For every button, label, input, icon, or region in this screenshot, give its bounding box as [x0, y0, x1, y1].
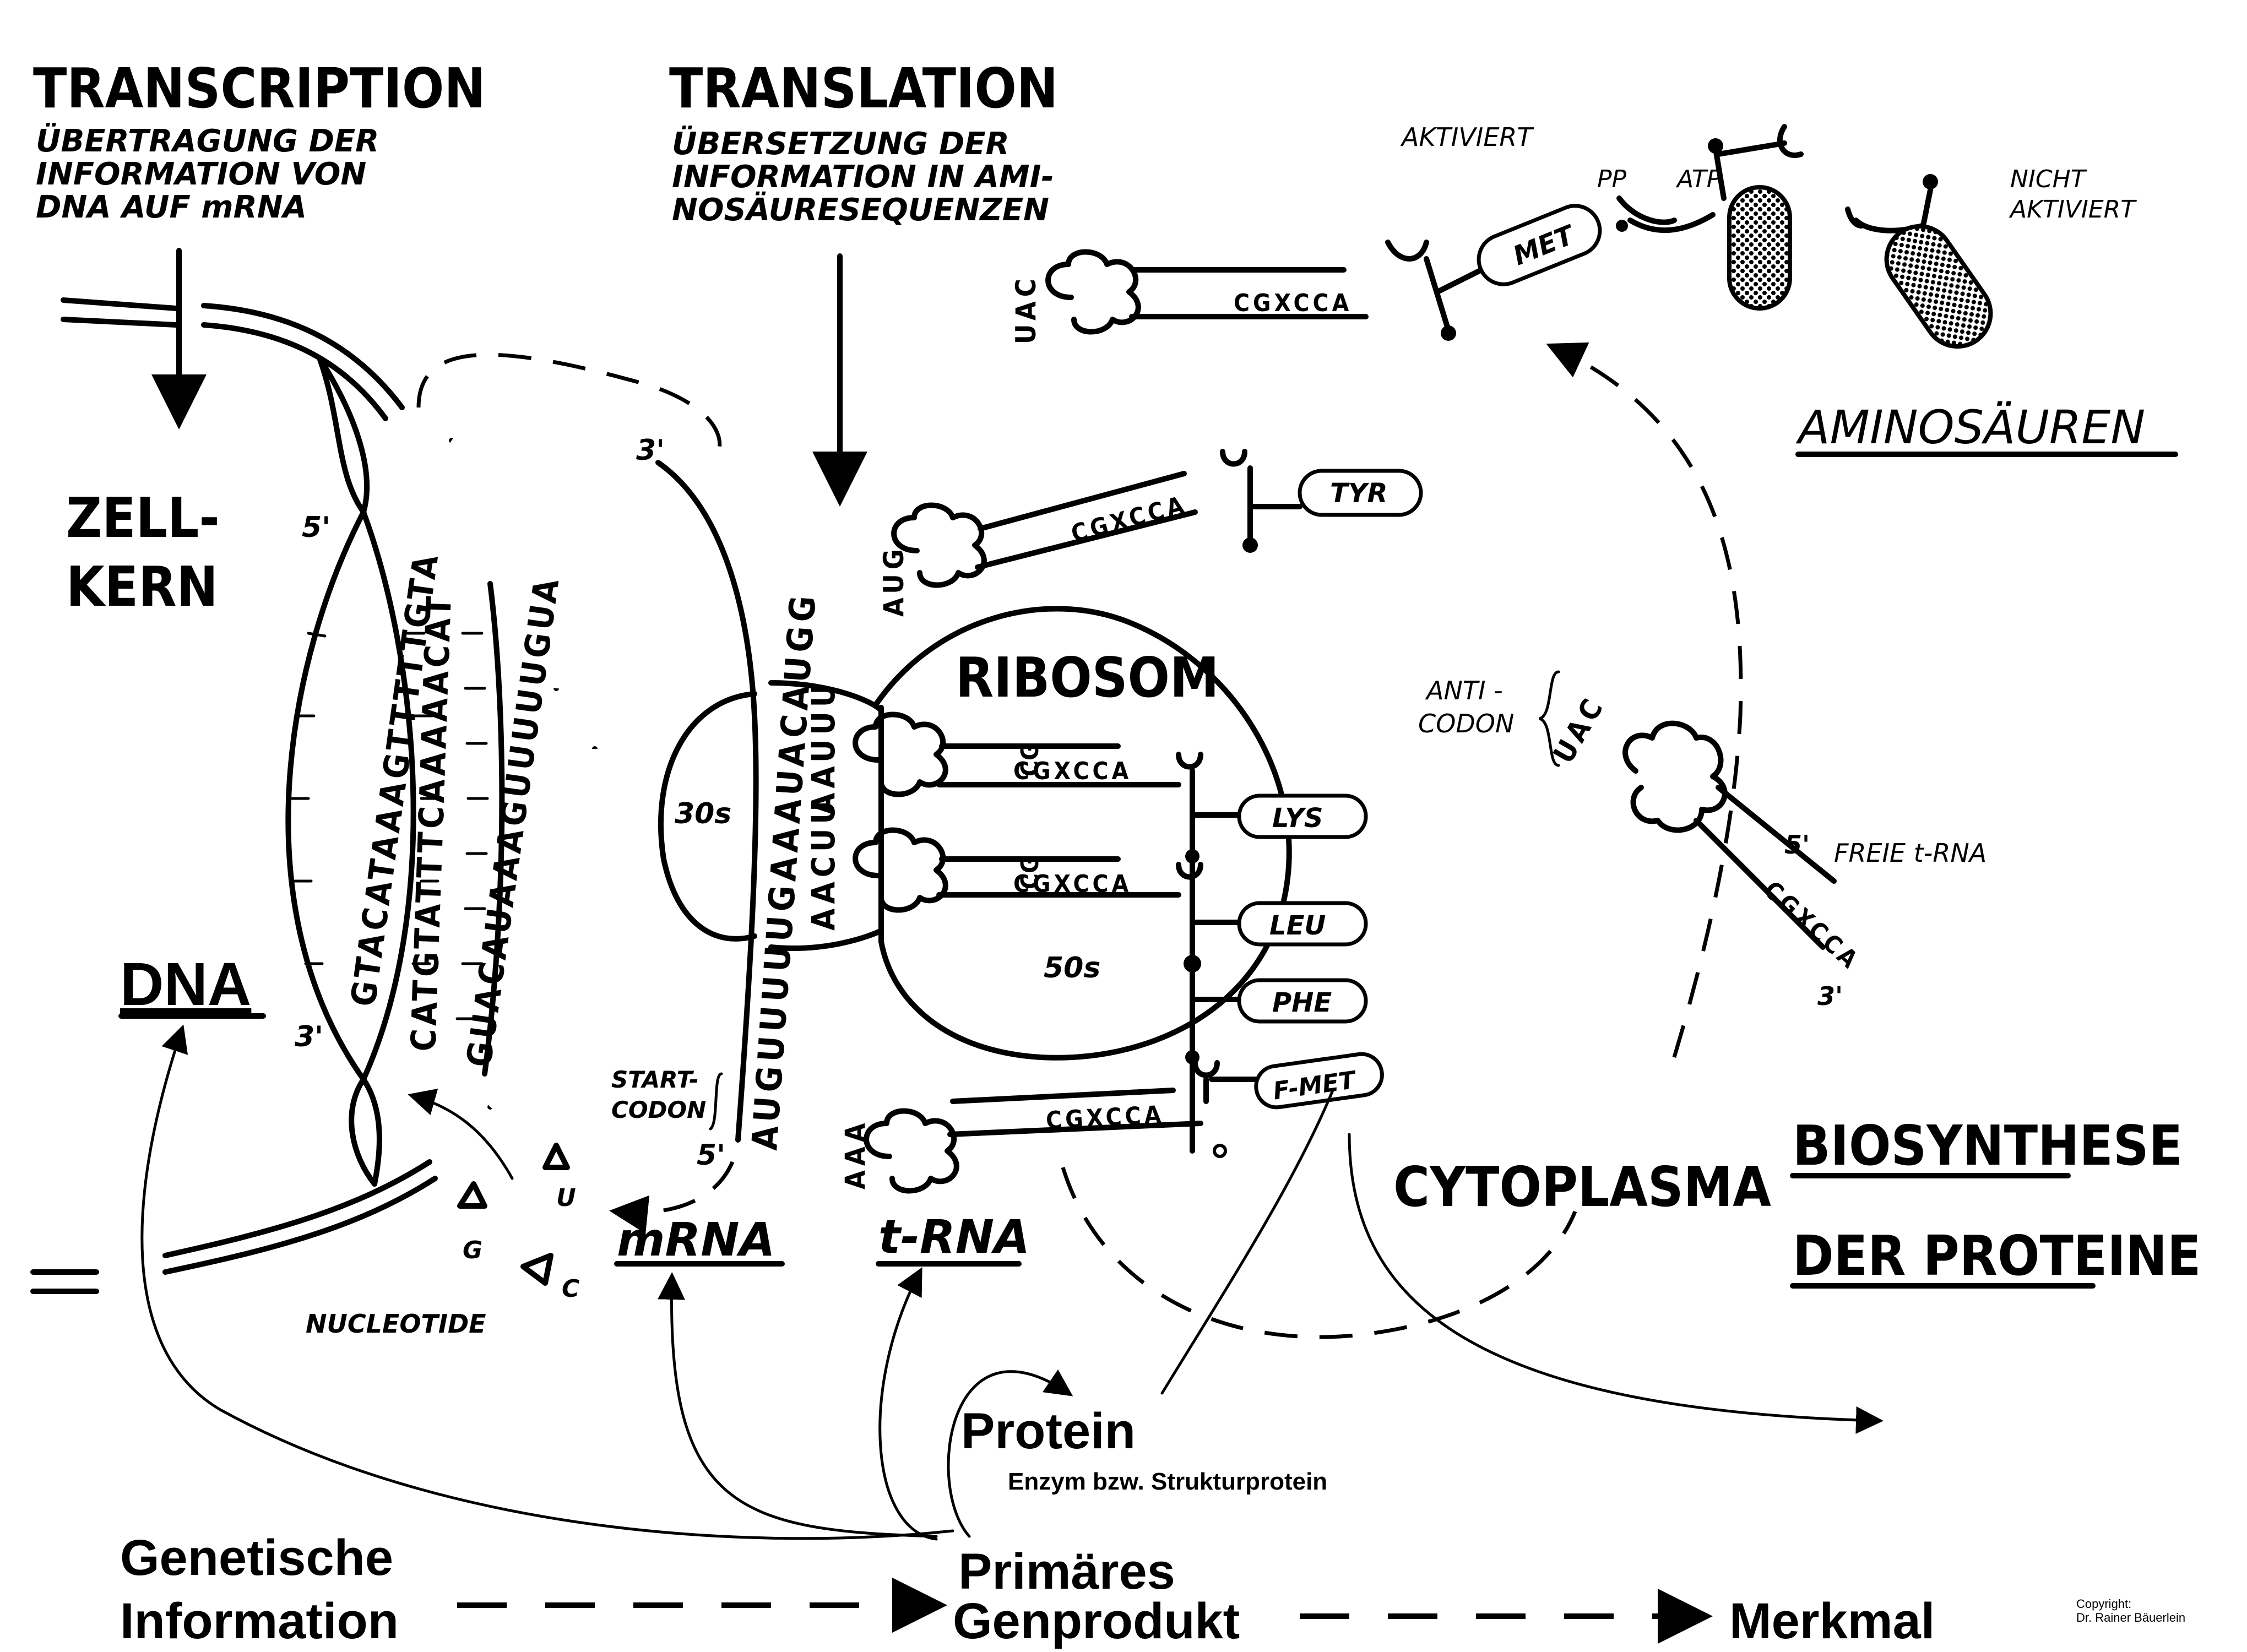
translation-line-2: INFORMATION IN AMI- — [672, 159, 1054, 195]
nucleotides: U G C NUCLEOTIDE — [306, 1088, 579, 1339]
flow-genetic-2: Information — [120, 1593, 399, 1649]
free-trna-label: FREIE t-RNA — [1834, 838, 1987, 868]
rna-strand: GUACAUAAAGUUUUUGUA — [459, 573, 568, 1069]
nucleotide-g: G — [463, 1236, 482, 1264]
trna2-acceptor: CGXCCA — [1013, 870, 1132, 898]
aa-lys: LYS — [1272, 803, 1323, 834]
protein-to-trait-arrow — [1348, 1133, 1884, 1434]
zellkern-label-1: ZELL- — [66, 486, 220, 550]
trna-bottom-anticodon: AAA — [839, 1119, 871, 1189]
aa-not-activated-2: AKTIVIERT — [2009, 195, 2137, 224]
trna1-acceptor-cg: CG — [1016, 742, 1044, 776]
aa-fmet-pill — [1254, 1052, 1384, 1110]
trna-bottom: CGXCCA AAA — [839, 1060, 1220, 1194]
trna-bottom-acceptor: CGXCCA — [1045, 1101, 1165, 1135]
trna-label: t-RNA — [878, 1210, 1030, 1264]
start-codon-label-2: CODON — [611, 1096, 706, 1123]
flow-primary-1: Primäres — [958, 1544, 1175, 1600]
chain-to-protein-line — [1160, 1089, 1334, 1395]
ribosome: RIBOSOM 30s 50s AAUUU AACUU — [658, 606, 1292, 1061]
ribosome-small-subunit: 30s — [675, 797, 731, 830]
trna-feedback-arrow — [878, 1267, 938, 1541]
nucleotide-label: NUCLEOTIDE — [306, 1309, 486, 1339]
mrna-three-prime: 3' — [636, 434, 665, 467]
trna2-acceptor-cg: CG — [1016, 855, 1044, 889]
translation-header: TRANSLATION ÜBERSETZUNG DER INFORMATION … — [669, 56, 1058, 228]
anticodon-label-2: CODON — [1418, 709, 1514, 738]
aa-lys-pill — [1237, 794, 1368, 839]
ribosome-large-subunit: 50s — [1044, 952, 1100, 985]
translation-line-3: NOSÄURESEQUENZEN — [672, 192, 1049, 228]
protein-label: Protein — [961, 1403, 1136, 1459]
transcription-title: TRANSCRIPTION — [33, 56, 486, 121]
aa-tyr: TYR — [1330, 478, 1387, 509]
non-activated-aa — [1845, 174, 1993, 349]
protein-sub: Enzym bzw. Strukturprotein — [1008, 1468, 1327, 1495]
anticodon-label-1: ANTI - — [1425, 676, 1503, 705]
transcription-line-2: INFORMATION VON — [36, 156, 366, 192]
aa-pp: PP — [1597, 165, 1627, 193]
transcription-line-3: DNA AUF mRNA — [36, 189, 307, 225]
nucleotide-c: C — [562, 1275, 579, 1303]
aminosaeuren-label: AMINOSÄUREN — [1795, 400, 2145, 454]
mrna-five-prime: 5' — [697, 1139, 725, 1172]
translation-line-1: ÜBERSETZUNG DER — [672, 126, 1009, 162]
recycle-arrow — [1546, 342, 1743, 1058]
trna-met: CGXCCA UAC — [1010, 240, 1484, 344]
free-trna-five-prime: 5' — [1784, 830, 1810, 860]
cytoplasma-dashed-arc — [1061, 1166, 1577, 1339]
mrna-feedback-arrow — [658, 1272, 938, 1538]
ribosome-trna-1: CG CGXCCA — [853, 711, 1181, 797]
flow-genetic-1: Genetische — [120, 1530, 393, 1586]
free-trna-anticodon: UAC — [1547, 690, 1611, 769]
flow-primary-2: Genprodukt — [953, 1593, 1240, 1649]
trna-tyr-anticodon: AUG — [878, 545, 910, 617]
free-trna-three-prime: 3' — [1817, 981, 1843, 1011]
nuclear-membrane — [30, 297, 722, 1294]
anticodon-brace — [1538, 670, 1560, 767]
dna-five-prime: 5' — [302, 511, 330, 544]
dna-feedback-arrow — [140, 1024, 954, 1540]
aa-leu: LEU — [1269, 910, 1326, 941]
cytoplasma-label: CYTOPLASMA — [1393, 1155, 1771, 1219]
start-codon-label-1: START- — [611, 1066, 699, 1093]
peptide-chain — [1176, 752, 1258, 1158]
aa-leu-pill — [1237, 901, 1368, 947]
zellkern-label-2: KERN — [66, 555, 218, 619]
free-trna-acceptor: CGXCCA — [1758, 876, 1865, 976]
aa-not-activated-1: NICHT — [2010, 165, 2087, 193]
biosynthese-title-1: BIOSYNTHESE — [1793, 1113, 2183, 1178]
anticodon-row-1: AAUUU — [805, 680, 842, 815]
trna-tyr: CGXCCA AUG — [878, 449, 1302, 617]
biosynthese-title-2: DER PROTEINE — [1793, 1224, 2201, 1288]
transcription-line-1: ÜBERTRAGUNG DER — [36, 123, 379, 159]
aa-atp: ATP — [1675, 165, 1722, 193]
copyright-1: Copyright: — [2076, 1597, 2131, 1611]
aa-activated: AKTIVIERT — [1400, 122, 1534, 152]
translation-title: TRANSLATION — [669, 56, 1058, 121]
dna-three-prime: 3' — [295, 1020, 323, 1053]
flow-trait: Merkmal — [1729, 1593, 1935, 1649]
protein-loop-arrow — [947, 1369, 1073, 1538]
nucleotide-u: U — [556, 1184, 576, 1212]
trna-met-acceptor: CGXCCA — [1234, 289, 1352, 317]
dna-label: DNA — [120, 950, 251, 1018]
ribosome-label: RIBOSOM — [956, 645, 1219, 710]
aa-tyr-pill — [1298, 469, 1423, 517]
transcription-header: TRANSCRIPTION ÜBERTRAGUNG DER INFORMATIO… — [33, 56, 486, 225]
aa-phe-pill — [1237, 978, 1368, 1024]
copyright-2: Dr. Rainer Bäuerlein — [2076, 1611, 2185, 1624]
trna1-acceptor: CGXCCA — [1013, 757, 1132, 785]
anticodon-row-2: AACUU — [805, 796, 842, 931]
atp-activated-aa — [1616, 124, 1804, 311]
free-trna: CGXCCA UAC 5' 3' — [1547, 690, 1865, 1011]
ribosome-trna-2: CG CGXCCA — [853, 827, 1181, 913]
aa-phe: PHE — [1272, 987, 1332, 1018]
trna-met-anticodon: UAC — [1010, 274, 1042, 344]
mrna-label: mRNA — [617, 1213, 775, 1267]
aa-met-pill — [1477, 204, 1602, 286]
